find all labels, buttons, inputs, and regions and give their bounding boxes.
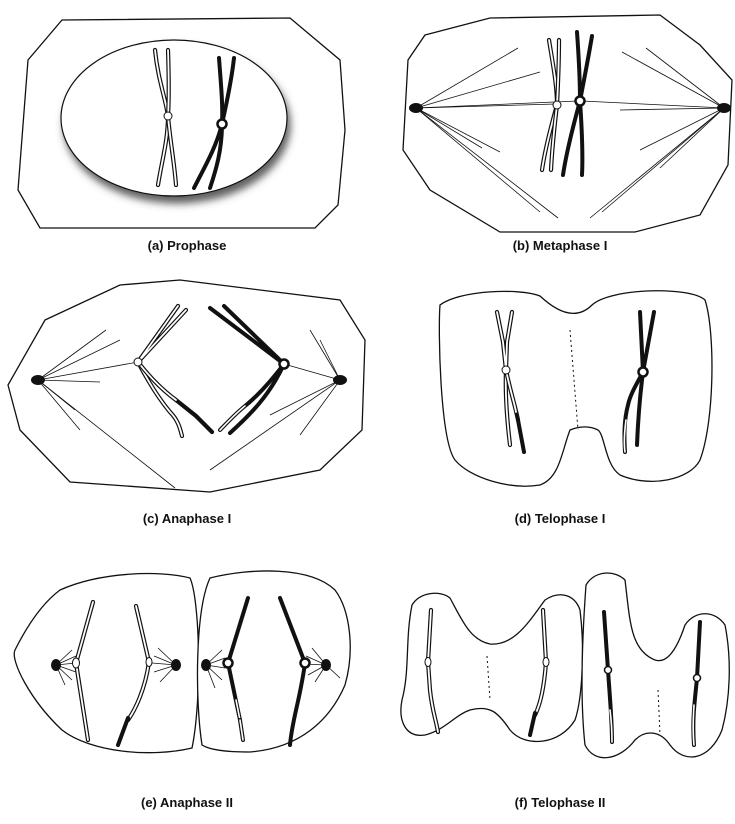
- metaphase-1-right-spindle-pole: [717, 103, 731, 113]
- caption-prophase: (a) Prophase: [67, 238, 307, 253]
- anaphase-2-pole-1: [51, 659, 61, 671]
- panel-metaphase-1: [403, 15, 732, 232]
- caption-telophase-1: (d) Telophase I: [440, 511, 680, 526]
- anaphase-2-pole-2: [171, 659, 181, 671]
- caption-telophase-2: (f) Telophase II: [440, 795, 680, 810]
- anaphase-2-pole-4: [321, 659, 331, 671]
- metaphase-1-cell-membrane: [403, 15, 732, 232]
- panel-prophase: [18, 18, 345, 228]
- telophase-1-cell-membrane: [439, 291, 712, 486]
- caption-anaphase-1: (c) Anaphase I: [67, 511, 307, 526]
- anaphase-1-left-spindle-pole: [31, 375, 45, 385]
- anaphase-1-right-spindle-pole: [333, 375, 347, 385]
- panel-telophase-1: [439, 291, 712, 486]
- panel-anaphase-1: [8, 280, 365, 492]
- panel-anaphase-2: [14, 571, 350, 753]
- caption-metaphase-1: (b) Metaphase I: [440, 238, 680, 253]
- panel-telophase-2: [401, 573, 729, 758]
- telophase-2-right-cell-membrane: [582, 573, 729, 758]
- caption-anaphase-2: (e) Anaphase II: [67, 795, 307, 810]
- metaphase-1-left-spindle-pole: [409, 103, 423, 113]
- anaphase-2-pole-3: [201, 659, 211, 671]
